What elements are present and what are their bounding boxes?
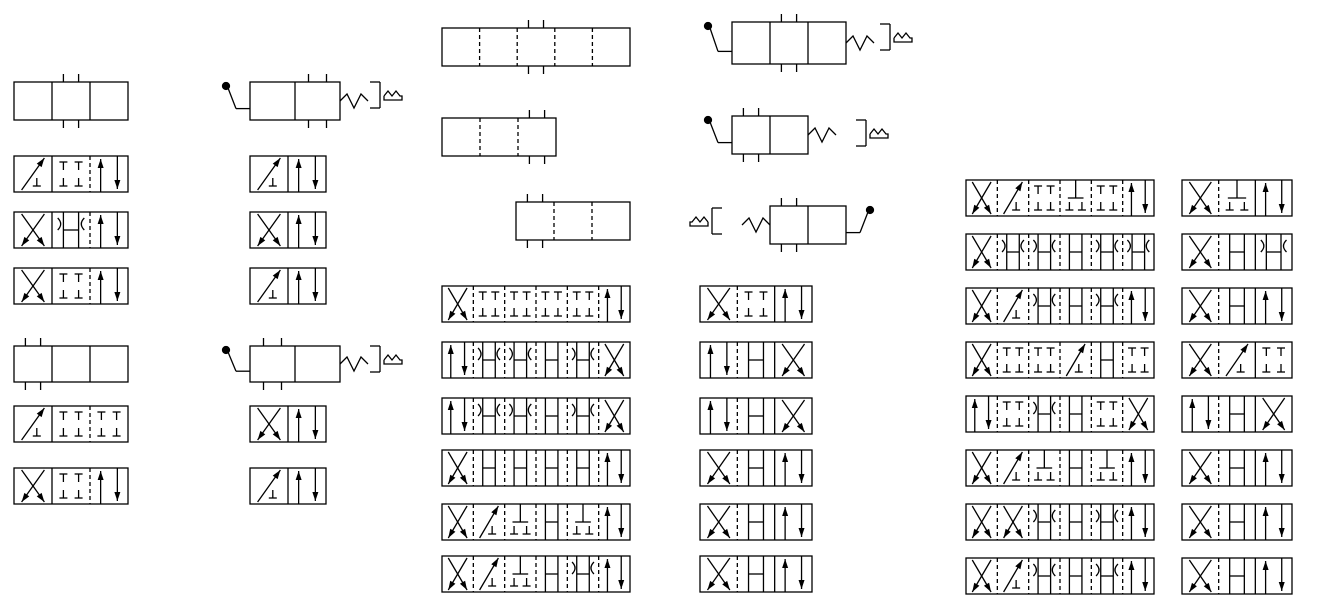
- col4-spool-Q: [965, 287, 1155, 325]
- col3b-spool-J: [699, 503, 813, 541]
- col4-spool-W: [965, 557, 1155, 595]
- col4b-spool-Q: [1181, 287, 1293, 325]
- col3b-header-2: [703, 108, 837, 162]
- col2-spool-C: [249, 211, 327, 249]
- col2-header-top: [221, 74, 369, 128]
- col3b-spool-G: [699, 397, 813, 435]
- col3-header-2: [441, 110, 557, 164]
- col1-spool-D: [13, 267, 129, 305]
- col2-top-spring-offset: [370, 81, 403, 109]
- col4b-spool-U: [1181, 449, 1293, 487]
- col4-spool-P: [965, 233, 1155, 271]
- col1-header-top: [13, 74, 129, 128]
- col2-spool-A: [249, 155, 327, 193]
- col4b-spool-P: [1181, 233, 1293, 271]
- col1-header-mid: [13, 338, 129, 390]
- col1-spool-Y: [13, 467, 129, 505]
- col3b-header-3: [741, 198, 875, 252]
- col3b-spool-H: [699, 449, 813, 487]
- col4b-spool-T: [1181, 395, 1293, 433]
- col3-spool-E: [441, 285, 631, 323]
- col2-spool-D: [249, 267, 327, 305]
- col1-spool-B: [13, 405, 129, 443]
- col3-spool-J: [441, 503, 631, 541]
- col4-spool-M: [965, 179, 1155, 217]
- col3-header-1: [441, 20, 631, 74]
- col4-spool-R: [965, 341, 1155, 379]
- col3-spool-L: [441, 555, 631, 593]
- col3-spool-H: [441, 449, 631, 487]
- col2-spool-Y: [249, 467, 327, 505]
- col3b-mid-spring-offset: [856, 119, 889, 147]
- col4b-spool-W: [1181, 557, 1293, 595]
- col2-mid-spring-offset: [370, 345, 403, 373]
- col3b-spool-L: [699, 555, 813, 593]
- col3b-top-spring-offset: [880, 23, 913, 51]
- col4b-spool-M: [1181, 179, 1293, 217]
- col4-spool-V: [965, 503, 1155, 541]
- col3-spool-G: [441, 397, 631, 435]
- col3b-spool-F: [699, 341, 813, 379]
- col4b-spool-V: [1181, 503, 1293, 541]
- col4b-spool-R: [1181, 341, 1293, 379]
- col2-spool-B: [249, 405, 327, 443]
- col2-header-mid: [221, 338, 369, 390]
- col4-spool-U: [965, 449, 1155, 487]
- col3b-header-1: [703, 14, 875, 72]
- col3b-low-spring-offset: [689, 207, 722, 235]
- col1-spool-C: [13, 211, 129, 249]
- col3b-spool-E: [699, 285, 813, 323]
- col3-header-3: [515, 194, 631, 248]
- col4-spool-T: [965, 395, 1155, 433]
- col1-spool-A: [13, 155, 129, 193]
- col3-spool-F: [441, 341, 631, 379]
